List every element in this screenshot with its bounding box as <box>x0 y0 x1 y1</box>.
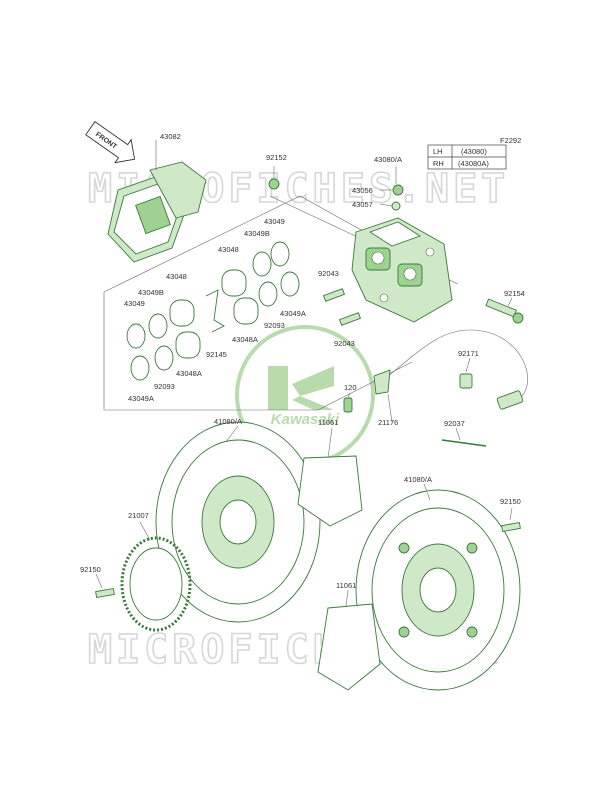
callout-43048-top: 43048 <box>218 245 239 254</box>
callout-92093-right: 92093 <box>264 321 285 330</box>
callout-92145: 92145 <box>206 350 227 359</box>
callout-43082: 43082 <box>160 132 181 141</box>
gasket-upper <box>297 455 363 527</box>
callout-92150-right: 92150 <box>500 497 521 506</box>
callout-120: 120 <box>344 383 357 392</box>
pad-spring <box>205 289 225 333</box>
kawasaki-logo: Kawasaki <box>235 325 375 465</box>
mount-bolt <box>485 298 524 324</box>
brake-disc-right <box>355 489 521 691</box>
figure-code: F2292 <box>500 136 521 145</box>
callout-43049-top: 43049 <box>264 217 285 226</box>
brake-caliper <box>351 217 453 323</box>
disc-bolt-left <box>95 587 115 599</box>
callout-43049b-left: 43049B <box>138 288 164 297</box>
brake-pads <box>107 161 207 263</box>
callout-92093-left: 92093 <box>154 382 175 391</box>
callout-41080a-left: 41080/A <box>214 417 242 426</box>
callout-92152: 92152 <box>266 153 287 162</box>
disc-bolt-right <box>501 521 521 533</box>
callout-43080a: 43080/A <box>374 155 402 164</box>
callout-92037: 92037 <box>444 419 465 428</box>
callout-92171: 92171 <box>458 349 479 358</box>
abs-sensor <box>343 329 528 413</box>
callout-92043-top: 92043 <box>318 269 339 278</box>
callout-92154: 92154 <box>504 289 525 298</box>
callout-43057: 43057 <box>352 200 373 209</box>
callout-43049a-right: 43049A <box>280 309 306 318</box>
callout-11061-bottom: 11061 <box>336 581 356 590</box>
callout-43048a-left: 43048A <box>176 369 202 378</box>
logo-text: Kawasaki <box>271 411 340 428</box>
variant-side-rh: RH <box>433 159 444 168</box>
variant-part-rh: (43080A) <box>458 159 489 168</box>
callout-41080a-right: 41080/A <box>404 475 432 484</box>
retaining-pin <box>441 439 487 447</box>
caliper-bolts <box>323 288 361 326</box>
callout-92150-left: 92150 <box>80 565 101 574</box>
callout-43049b-top: 43049B <box>244 229 270 238</box>
callout-43056: 43056 <box>352 186 373 195</box>
seal-set-lower <box>126 299 201 381</box>
callout-21007: 21007 <box>128 511 149 520</box>
seal-set-upper <box>221 241 300 325</box>
callout-11061-top: 11061 <box>318 418 338 427</box>
callout-43049-left: 43049 <box>124 299 145 308</box>
brake-disc-left <box>155 421 321 623</box>
abs-rotor <box>120 536 192 632</box>
variant-part-lh: (43080) <box>461 147 487 156</box>
o-ring-92152 <box>268 178 280 190</box>
variant-side-lh: LH <box>433 147 443 156</box>
callout-43048-mid: 43048 <box>166 272 187 281</box>
front-arrow-icon: FRONT <box>85 121 136 164</box>
callout-43049a-left: 43049A <box>128 394 154 403</box>
callout-21176: 21176 <box>378 418 398 427</box>
callout-43048a-right: 43048A <box>232 335 258 344</box>
gasket-lower <box>317 603 381 691</box>
variant-table: LH (43080) RH (43080A) <box>427 144 507 170</box>
callout-92043-bottom: 92043 <box>334 339 355 348</box>
